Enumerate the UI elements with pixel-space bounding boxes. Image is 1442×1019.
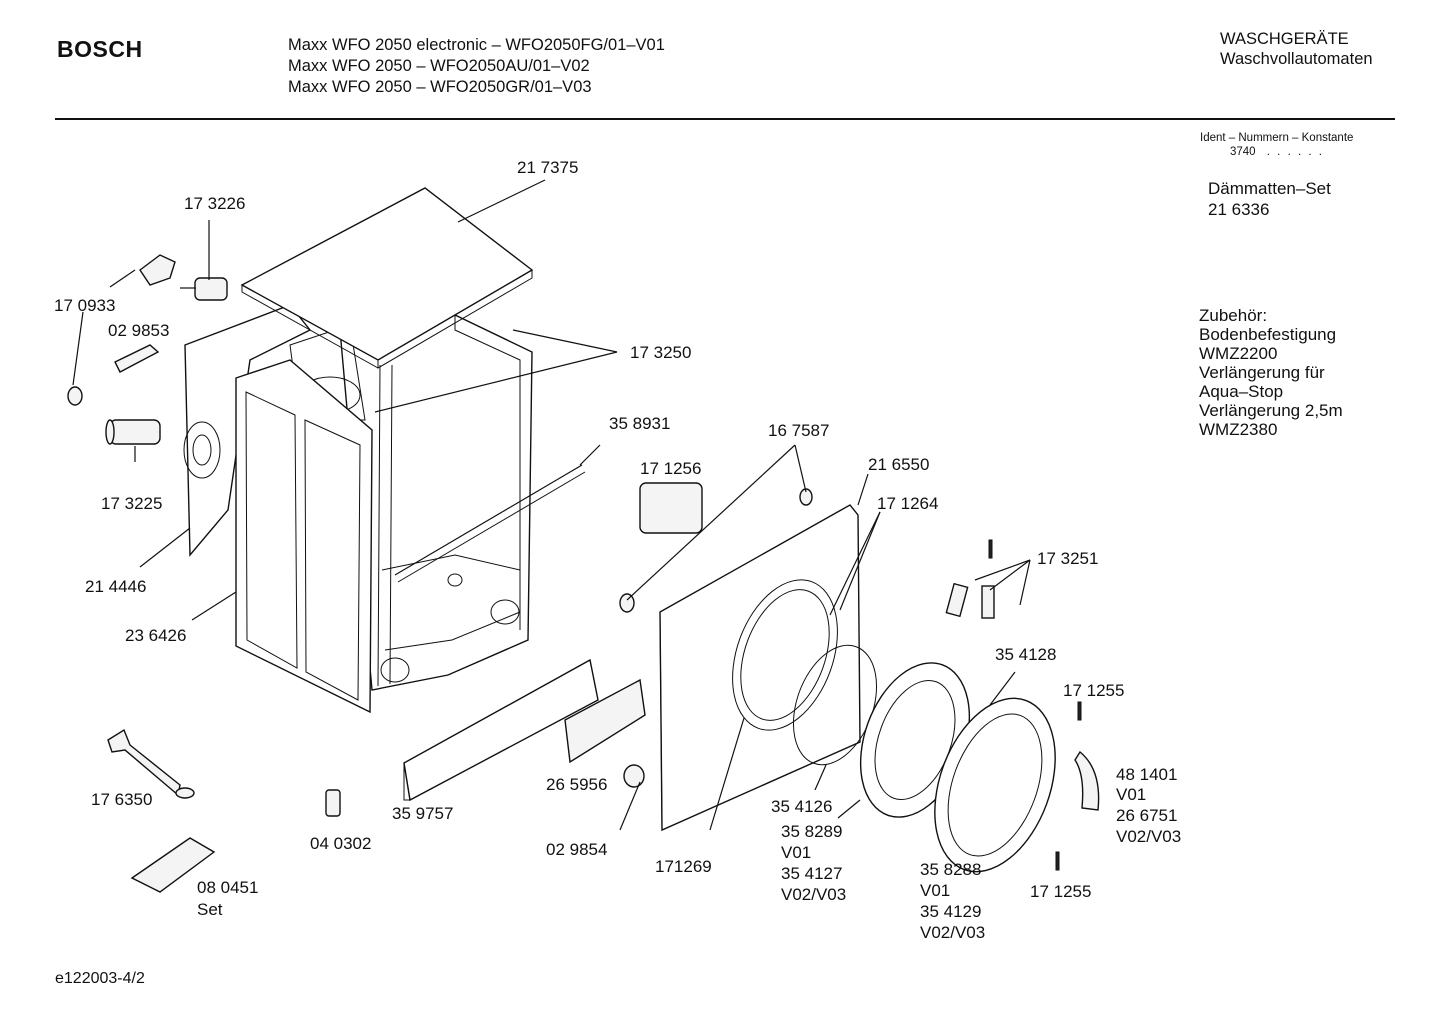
part-label: 23 6426 (125, 626, 186, 645)
hose-fittings (67, 254, 228, 445)
part-label: 35 9757 (392, 804, 453, 823)
ident-dots: . . . . . . (1266, 146, 1324, 158)
part-label: 171269 (655, 857, 712, 876)
part-label: 35 4127 (781, 864, 842, 883)
part-label: Set (197, 900, 223, 919)
accessory-line: Aqua–Stop (1199, 382, 1284, 401)
diagram-code: e122003-4/2 (55, 970, 145, 987)
model-line: Maxx WFO 2050 electronic – WFO2050FG/01–… (288, 36, 665, 54)
part-label: 17 1256 (640, 459, 701, 478)
model-line: Maxx WFO 2050 – WFO2050AU/01–V02 (288, 57, 590, 75)
category-block: WASCHGERÄTE Waschvollautomaten (1220, 29, 1373, 69)
part-label: V01 (920, 881, 950, 900)
part-label: 04 0302 (310, 834, 371, 853)
part-label: V01 (1116, 785, 1146, 804)
ident-value: 3740 (1230, 146, 1256, 158)
part-label: 21 6550 (868, 455, 929, 474)
header-divider (55, 118, 1395, 120)
part-label: 21 4446 (85, 577, 146, 596)
part-label: 17 3251 (1037, 549, 1098, 568)
part-label: 35 8288 (920, 860, 981, 879)
part-label: 17 6350 (91, 790, 152, 809)
washer-cabinet (183, 187, 586, 714)
part-label: V02/V03 (920, 923, 985, 942)
insulation-set-name: Dämmatten–Set (1208, 179, 1331, 198)
part-label: 17 1255 (1030, 882, 1091, 901)
part-label: 35 8289 (781, 822, 842, 841)
model-line: Maxx WFO 2050 – WFO2050GR/01–V03 (288, 78, 592, 96)
part-label: 35 4126 (771, 797, 832, 816)
part-label: V01 (781, 843, 811, 862)
part-label: 21 7375 (517, 158, 578, 177)
part-label: 08 0451 (197, 878, 258, 897)
accessory-line: Zubehör: (1199, 306, 1268, 325)
part-label: 17 1264 (877, 494, 938, 513)
brand-logo-text: BOSCH (57, 36, 143, 62)
accessory-line: WMZ2380 (1199, 420, 1278, 439)
part-label: V02/V03 (1116, 827, 1181, 846)
part-label: 17 3225 (101, 494, 162, 513)
front-panel-door (619, 482, 1100, 873)
accessory-line: Verlängerung für (1199, 363, 1325, 382)
insulation-set-number: 21 6336 (1208, 200, 1270, 219)
part-label: 02 9853 (108, 321, 169, 340)
accessories-block: Zubehör: Bodenbefestigung WMZ2200 Verlän… (1199, 306, 1343, 439)
part-label: 35 4128 (995, 645, 1056, 664)
insulation-set-block: Dämmatten–Set 21 6336 (1208, 178, 1331, 220)
model-list: Maxx WFO 2050 electronic – WFO2050FG/01–… (288, 35, 665, 98)
part-label: 35 8931 (609, 414, 670, 433)
leader-lines (72, 179, 1031, 831)
part-label: 17 3226 (184, 194, 245, 213)
part-label: 02 9854 (546, 840, 607, 859)
part-label: 48 1401 (1116, 765, 1177, 784)
accessory-line: WMZ2200 (1199, 344, 1278, 363)
part-label: 35 4129 (920, 902, 981, 921)
accessory-line: Verlängerung 2,5m (1199, 401, 1343, 420)
part-label: 17 1255 (1063, 681, 1124, 700)
part-label: 16 7587 (768, 421, 829, 440)
part-label: V02/V03 (781, 885, 846, 904)
category-subtitle: Waschvollautomaten (1220, 50, 1373, 68)
part-number-labels: 21 7375 17 3226 17 0933 02 9853 17 3250 … (54, 158, 1181, 942)
lower-parts (107, 658, 646, 893)
part-label: 17 0933 (54, 296, 115, 315)
ident-label: Ident – Nummern – Konstante (1200, 132, 1354, 144)
ident-block: Ident – Nummern – Konstante 3740 . . . .… (1200, 131, 1353, 159)
part-label: 26 5956 (546, 775, 607, 794)
part-label: 26 6751 (1116, 806, 1177, 825)
category-title: WASCHGERÄTE (1220, 30, 1349, 48)
ident-value-row: 3740 . . . . . . (1200, 145, 1353, 159)
part-label: 17 3250 (630, 343, 691, 362)
accessory-line: Bodenbefestigung (1199, 325, 1337, 344)
